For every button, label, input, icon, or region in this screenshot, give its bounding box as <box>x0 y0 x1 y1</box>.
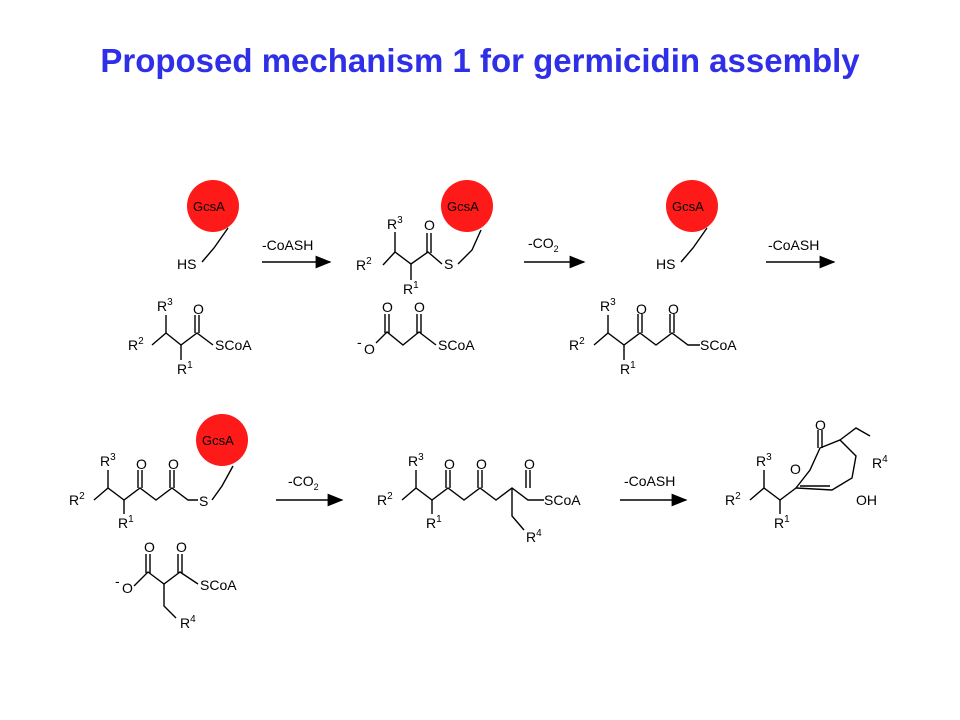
r2-label: R2 <box>69 491 85 508</box>
ketoacyl-gcsa-thioester: GcsA O O S R3 R2 R1 <box>69 414 248 531</box>
r1-label: R1 <box>177 360 193 377</box>
r3-label: R3 <box>387 215 403 232</box>
r3-label: R3 <box>756 452 772 469</box>
gcsa-thiol-2: GcsA HS <box>656 180 718 272</box>
r1-label: R1 <box>403 280 419 297</box>
r4-label: R4 <box>526 528 542 545</box>
hs-label: HS <box>177 256 196 272</box>
scoa-label: SCoA <box>544 492 581 508</box>
carbonyl-o: O <box>636 301 647 317</box>
carbonyl-o: O <box>176 539 187 555</box>
carbonyl-o: O <box>444 456 455 472</box>
reagent-coash-1: -CoASH <box>262 237 313 253</box>
r2-label: R2 <box>569 336 585 353</box>
carbonyl-o: O <box>136 456 147 472</box>
gcsa-label: GcsA <box>193 199 225 214</box>
carbonyl-o: O <box>382 299 393 315</box>
gcsa-enzyme-icon <box>196 414 248 466</box>
r3-label: R3 <box>157 297 173 314</box>
anion-charge: - <box>115 573 120 589</box>
carbonyl-o: O <box>668 301 679 317</box>
r3-label: R3 <box>600 297 616 314</box>
step-arrow-4: -CO2 <box>276 473 344 507</box>
hs-label: HS <box>656 256 675 272</box>
anion-o: O <box>364 341 375 357</box>
carbonyl-o: O <box>193 301 204 317</box>
gcsa-label: GcsA <box>202 433 234 448</box>
thioester-s: S <box>199 493 208 509</box>
scoa-label: SCoA <box>438 337 475 353</box>
acyl-coa: O SCoA R3 R2 R1 <box>128 297 252 377</box>
r4-label: R4 <box>180 614 196 631</box>
gcsa-label: GcsA <box>447 199 479 214</box>
anion-charge: - <box>357 334 362 350</box>
carbonyl-o: O <box>414 299 425 315</box>
gcsa-enzyme-icon <box>441 180 493 232</box>
r2-label: R2 <box>377 491 393 508</box>
triketide-coa: O O O SCoA R3 R2 R1 R4 <box>377 452 581 545</box>
thioester-s: S <box>444 256 453 272</box>
step-arrow-5: -CoASH <box>620 473 688 507</box>
r2-label: R2 <box>725 491 741 508</box>
scoa-label: SCoA <box>700 337 737 353</box>
carbonyl-o: O <box>524 456 535 472</box>
r4-label: R4 <box>872 454 888 471</box>
reagent-co2-1: -CO2 <box>528 235 559 254</box>
step-arrow-3: -CoASH <box>766 237 836 269</box>
step-arrow-1: -CoASH <box>262 237 332 269</box>
page-title: Proposed mechanism 1 for germicidin asse… <box>100 42 860 79</box>
gcsa-thiol-1: GcsA HS <box>177 180 239 272</box>
acyl-gcsa-thioester: GcsA O S R3 R2 R1 <box>356 180 493 297</box>
hydroxyl-label: OH <box>856 492 877 508</box>
scoa-label: SCoA <box>200 577 237 593</box>
substituted-malonyl-coa: O O O - SCoA R4 <box>115 539 237 631</box>
r2-label: R2 <box>356 256 372 273</box>
r1-label: R1 <box>426 514 442 531</box>
anion-o: O <box>122 580 133 596</box>
step-arrow-2: -CO2 <box>524 235 586 269</box>
r1-label: R1 <box>774 514 790 531</box>
beta-ketoacyl-coa: O O SCoA R3 R2 R1 <box>569 297 737 377</box>
r1-label: R1 <box>620 360 636 377</box>
carbonyl-o: O <box>424 217 435 233</box>
scoa-label: SCoA <box>215 337 252 353</box>
reagent-coash-2: -CoASH <box>768 237 819 253</box>
r3-label: R3 <box>408 452 424 469</box>
gcsa-enzyme-icon <box>666 180 718 232</box>
malonyl-coa: O O O - SCoA <box>357 299 475 357</box>
reagent-co2-2: -CO2 <box>288 473 319 492</box>
gcsa-label: GcsA <box>672 199 704 214</box>
ring-oxygen: O <box>790 461 801 477</box>
carbonyl-o: O <box>144 539 155 555</box>
r2-label: R2 <box>128 336 144 353</box>
carbonyl-o: O <box>476 456 487 472</box>
germicidin-product: O O OH R3 R2 R1 R4 <box>725 417 888 531</box>
r1-label: R1 <box>118 514 134 531</box>
carbonyl-o: O <box>815 417 826 433</box>
reagent-coash-3: -CoASH <box>624 473 675 489</box>
carbonyl-o: O <box>168 456 179 472</box>
r3-label: R3 <box>100 452 116 469</box>
gcsa-enzyme-icon <box>187 180 239 232</box>
